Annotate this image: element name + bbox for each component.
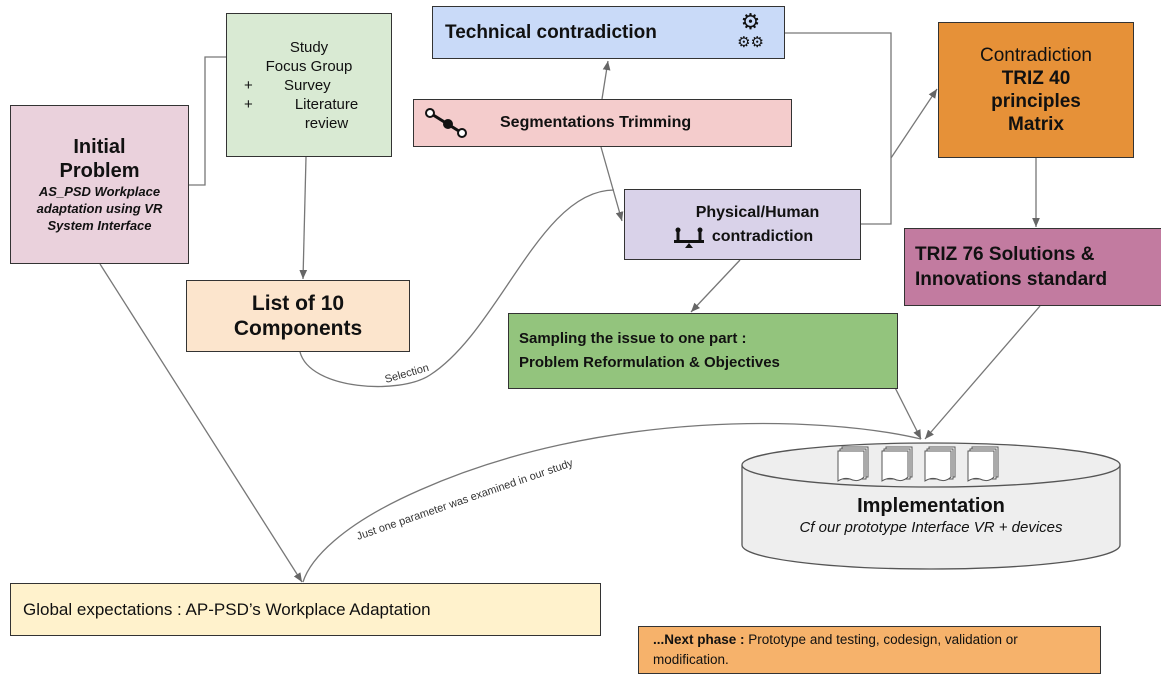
- global-expectations-box: Global expectations : AP-PSD’s Workplace…: [10, 583, 601, 636]
- physical-contradiction-box: Physical/Human contradiction: [624, 189, 861, 260]
- triz40-line3: principles: [991, 91, 1081, 112]
- gears-icon: ⚙⚙⚙: [737, 9, 764, 52]
- triz76-box: TRIZ 76 Solutions & Innovations standard: [904, 228, 1161, 306]
- components-box: List of 10 Components: [186, 280, 410, 352]
- link-seg-physical: [600, 146, 624, 222]
- physical-label-line1: Physical/Human: [695, 204, 820, 221]
- link-triz76-impl: [924, 305, 1041, 440]
- technical-contradiction-box: Technical contradiction ⚙⚙⚙: [432, 6, 785, 59]
- link-physical-sampling: [690, 259, 741, 313]
- study-line2: Focus Group: [265, 57, 353, 75]
- global-label: Global expectations : AP-PSD’s Workplace…: [23, 599, 431, 619]
- triz40-line1: Contradiction: [980, 45, 1092, 66]
- link-impl-global: [302, 422, 922, 583]
- link-technical-physical: [785, 32, 892, 225]
- segment-path-icon: [425, 108, 467, 138]
- link-selection: [299, 189, 615, 388]
- implementation-title: Implementation: [857, 495, 1005, 517]
- bullet: +: [244, 95, 253, 113]
- implementation-subtitle: Cf our prototype Interface VR + devices: [799, 519, 1063, 536]
- link-seg-technical: [601, 60, 611, 100]
- triz40-line4: Matrix: [1008, 114, 1064, 135]
- study-item: + Literature review: [244, 95, 374, 133]
- next-phase-text: Prototype and testing, codesign, validat…: [653, 632, 1018, 667]
- triz76-line1: TRIZ 76 Solutions &: [915, 244, 1095, 265]
- link-to-triz40: [890, 88, 938, 159]
- study-item-text: Literature review: [294, 95, 359, 132]
- edge-label-selection: Selection: [384, 362, 431, 386]
- sampling-line2: Problem Reformulation & Objectives: [519, 354, 780, 371]
- study-item-text: Survey: [284, 76, 331, 94]
- implementation-text: Implementation Cf our prototype Interfac…: [742, 494, 1120, 538]
- sampling-box: Sampling the issue to one part : Problem…: [508, 313, 898, 389]
- balance-seesaw-icon: [673, 227, 704, 248]
- triz40-box: Contradiction TRIZ 40 principles Matrix: [938, 22, 1134, 158]
- link-initial-study: [189, 56, 226, 186]
- triz76-line2: Innovations standard: [915, 269, 1108, 290]
- technical-label: Technical contradiction: [445, 21, 657, 43]
- initial-problem-title: Initial Problem: [59, 136, 140, 182]
- documents-icon: [837, 446, 999, 482]
- bullet: +: [244, 76, 253, 94]
- initial-problem-box: Initial Problem AS_PSD Workplace adaptat…: [10, 105, 189, 264]
- physical-label-line2: contradiction: [711, 227, 814, 245]
- link-initial-global: [99, 263, 303, 583]
- sampling-line1: Sampling the issue to one part :: [519, 330, 747, 347]
- study-item: + Survey: [244, 76, 374, 95]
- next-phase-bold: ...Next phase :: [653, 632, 745, 647]
- initial-problem-subtitle: AS_PSD Workplace adaptation using VR Sys…: [36, 184, 163, 233]
- components-line2: Components: [233, 317, 363, 340]
- study-box: Study Focus Group + Survey + Literature re…: [226, 13, 392, 157]
- triz40-line2: TRIZ 40: [1001, 68, 1071, 89]
- edge-label-one-parameter: Just one parameter was examined in our s…: [355, 457, 575, 543]
- study-line1: Study: [289, 38, 329, 56]
- next-phase-box: ...Next phase : Prototype and testing, c…: [638, 626, 1101, 674]
- segmentation-box: Segmentations Trimming: [413, 99, 792, 147]
- link-study-components: [299, 156, 308, 280]
- segmentation-label: Segmentations Trimming: [500, 114, 692, 131]
- components-line1: List of 10: [251, 292, 345, 315]
